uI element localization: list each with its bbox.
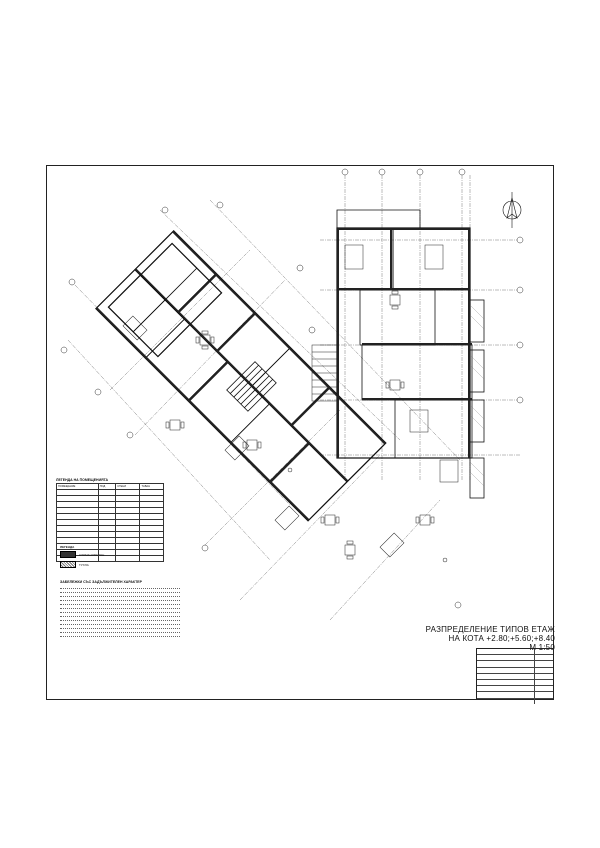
title-line-1: РАЗПРЕДЕЛЕНИЕ ТИПОВ ЕТАЖ — [425, 625, 555, 634]
material-legend-title: ЛЕГЕНДА — [60, 545, 75, 549]
stamp-row — [477, 679, 553, 687]
material-legend-item: СТОМАНОБЕТОН — [60, 551, 104, 558]
furniture — [122, 244, 459, 563]
axis-bubbles — [60, 168, 524, 609]
stamp-row — [477, 698, 553, 704]
stamp-row — [477, 655, 553, 662]
room-legend-title: ЛЕГЕНДА НА ПОМЕЩЕНИЯТА — [56, 478, 109, 482]
stamp-row — [477, 686, 553, 693]
stair — [311, 344, 339, 402]
title-stamp — [476, 648, 554, 704]
right-wing-walls — [337, 228, 472, 458]
table-row — [56, 555, 164, 562]
material-legend: ЛЕГЕНДА СТОМАНОБЕТОН ТУХЛА — [60, 545, 104, 571]
brick-swatch — [60, 561, 76, 568]
material-legend-item: ТУХЛА — [60, 561, 104, 568]
stamp-row — [477, 692, 553, 699]
stamp-row — [477, 649, 553, 656]
material-label: СТОМАНОБЕТОН — [79, 552, 105, 557]
concrete-swatch — [60, 551, 76, 558]
room-legend-table: ПОМЕЩЕНИЕ ПОД СТЕНИ ТАВАН — [56, 483, 164, 562]
grid-axes — [67, 175, 520, 621]
sheet-border — [46, 165, 554, 700]
stamp-row — [477, 661, 553, 668]
material-label: ТУХЛА — [79, 562, 89, 567]
room-legend: ЛЕГЕНДА НА ПОМЕЩЕНИЯТА ПОМЕЩЕНИЕ ПОД СТЕ… — [56, 478, 164, 562]
title-line-2: НА КОТА +2.80;+5.60;+8.40 — [448, 634, 555, 643]
upper-left-wing — [107, 242, 223, 358]
title-line-3: М 1:50 — [529, 643, 555, 652]
stamp-row — [477, 667, 553, 674]
notes-block: ЗАБЕЛЕЖКИ СЪС ЗАДЪЛЖИТЕЛЕН ХАРАКТЕР — [60, 580, 180, 637]
balcony-hatching — [469, 304, 485, 487]
north-arrow-icon — [502, 192, 522, 228]
drawing-title: РАЗПРЕДЕЛЕНИЕ ТИПОВ ЕТАЖ НА КОТА +2.80;+… — [405, 625, 555, 652]
notes-lines — [60, 585, 180, 637]
stamp-row — [477, 673, 553, 680]
notes-title: ЗАБЕЛЕЖКИ СЪС ЗАДЪЛЖИТЕЛЕН ХАРАКТЕР — [60, 580, 142, 584]
diagonal-wing-walls — [95, 230, 386, 521]
